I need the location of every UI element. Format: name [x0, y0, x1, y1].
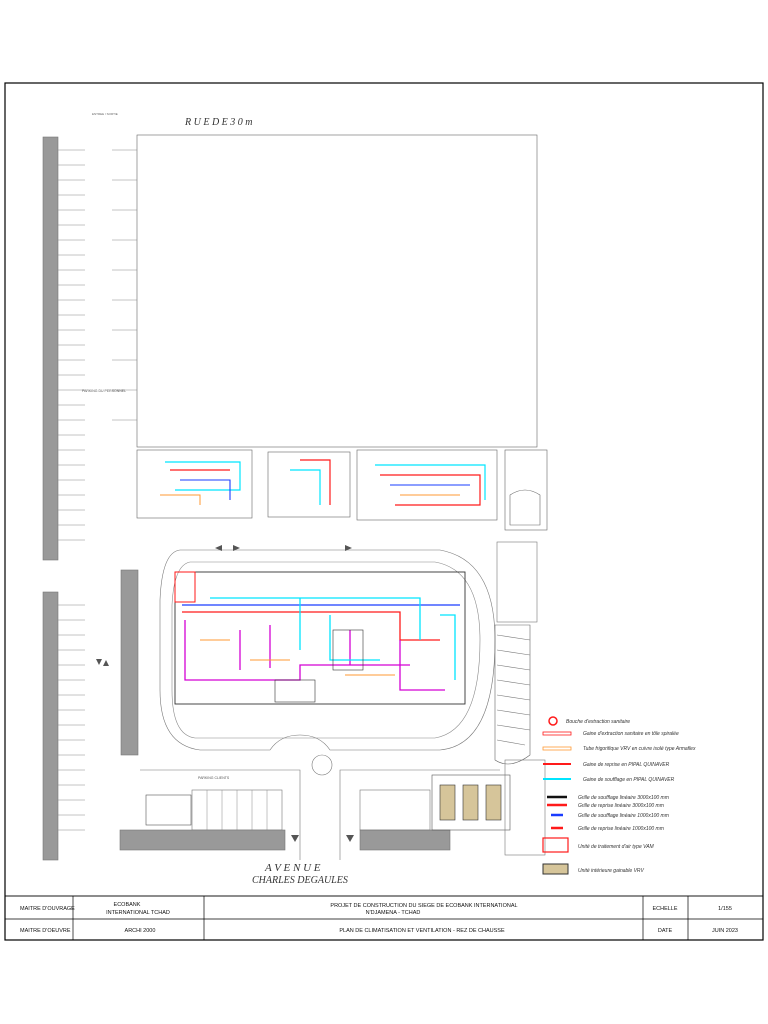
maitre-ouvrage-value-1: ECOBANK [114, 902, 141, 908]
legend-item: Gaine de soufflage en PIPAL QUINAVER [543, 777, 675, 783]
lower-road-right [339, 769, 500, 860]
legend-label: Gaine de reprise en PIPAL QUINAVER [583, 762, 670, 768]
legend-label: Grille de reprise linéaire 3000x100 mm [578, 803, 664, 809]
legend-label: Bouche d'extraction sanitaire [566, 719, 630, 725]
street-bottom-line2: CHARLES DEGAULES [252, 875, 348, 886]
legend-item: Grille de soufflage linéaire 1000x100 mm [551, 813, 669, 819]
driveway-outline [159, 549, 496, 751]
legend-label: Grille de soufflage linéaire 1000x100 mm [578, 813, 669, 819]
legend-item: Gaine de reprise en PIPAL QUINAVER [543, 762, 670, 768]
echelle-label: ECHELLE [652, 906, 677, 912]
legend-label: Gaine d'extraction sanitaire en tôle spi… [583, 731, 679, 737]
stair-right-top [509, 489, 541, 526]
guard-house-left [145, 794, 192, 826]
title-block: MAITRE D'OUVRAGE ECOBANK INTERNATIONAL T… [4, 895, 764, 941]
maitre-ouvrage-label: MAITRE D'OUVRAGE [20, 906, 75, 912]
parking-left-lower-stalls [58, 604, 85, 831]
annex-blocks [136, 449, 548, 531]
legend-symbol [542, 837, 569, 853]
legend-label: Tube frigorifique VRV en cuivre isolé ty… [583, 746, 696, 752]
legend-item: Grille de reprise linéaire 1000x100 mm [551, 826, 664, 832]
legend-label: Grille de soufflage linéaire 3000x100 mm [578, 795, 669, 801]
maitre-oeuvre-label: MAITRE D'OEUVRE [20, 928, 71, 934]
street-bottom-line1: A V E N U E [264, 862, 321, 874]
date-label: DATE [658, 928, 673, 934]
traffic-arrows [96, 545, 354, 842]
legend-symbol [542, 863, 569, 875]
legend-item: Unité de traitement d'air type VAM [542, 837, 655, 853]
legend-symbol [542, 731, 572, 736]
legend: Bouche d'extraction sanitaire Gaine d'ex… [542, 716, 696, 875]
parking-left-lower-inner [120, 569, 139, 756]
lower-road [140, 769, 301, 860]
legend-label: Unité de traitement d'air type VAM [578, 844, 655, 850]
parking-personnel-label: PARKING DU PERSONNEL [82, 389, 126, 393]
legend-symbol [548, 716, 558, 726]
ramp-stripes [496, 634, 531, 746]
main-building [174, 571, 466, 705]
legend-label: Grille de reprise linéaire 1000x100 mm [578, 826, 664, 832]
sheet-frame [4, 82, 764, 941]
parking-left-upper-stalls [58, 149, 137, 541]
parking-left-upper-strip [42, 136, 59, 561]
stair-core [332, 629, 364, 671]
lower-strip-right [359, 829, 451, 851]
empty-lot [136, 134, 538, 448]
legend-label: Unité intérieure gainable VRV [578, 868, 644, 874]
parking-right-stalls [359, 789, 431, 831]
legend-item: Unité intérieure gainable VRV [542, 863, 644, 875]
driveway-inner [171, 561, 481, 739]
projet-line-1: PROJET DE CONSTRUCTION DU SIEGE DE ECOBA… [330, 903, 517, 909]
floor-plan: R U E D E 3 0 m PARKI [42, 112, 548, 886]
plan-title: PLAN DE CLIMATISATION ET VENTILATION - R… [339, 928, 505, 934]
street-top-label: R U E D E 3 0 m [184, 117, 253, 128]
lower-right-corner [504, 759, 546, 856]
legend-item: Grille de soufflage linéaire 3000x100 mm [547, 795, 669, 801]
legend-symbol [542, 746, 572, 751]
legend-item: Tube frigorifique VRV en cuivre isolé ty… [542, 746, 696, 752]
hvac-main [182, 597, 460, 691]
mechanical-room [174, 571, 196, 603]
legend-item: Gaine d'extraction sanitaire en tôle spi… [542, 731, 679, 737]
lobby-core [274, 679, 316, 703]
lower-strip-left [119, 829, 286, 851]
right-parking [496, 541, 538, 623]
legend-label: Gaine de soufflage en PIPAL QUINAVER [583, 777, 675, 783]
entree-sortie-top: ENTREE / SORTIE [92, 112, 118, 116]
roundabout [311, 754, 333, 776]
parking-left-lower-strip [42, 591, 59, 861]
parking-clients-label: PARKING CLIENTS [198, 776, 230, 780]
legend-item: Grille de reprise linéaire 3000x100 mm [547, 803, 664, 809]
date-value: JUIN 2023 [712, 928, 738, 934]
maitre-ouvrage-value-2: INTERNATIONAL TCHAD [106, 910, 170, 916]
equipment-yard [431, 774, 511, 831]
spiral-ramp [494, 624, 531, 765]
echelle-value: 1/155 [718, 906, 732, 912]
legend-item: Bouche d'extraction sanitaire [548, 716, 630, 726]
maitre-oeuvre-value: ARCHI 2000 [125, 928, 156, 934]
projet-line-2: N'DJAMENA - TCHAD [366, 910, 421, 916]
parking-clients-stalls [206, 790, 268, 830]
